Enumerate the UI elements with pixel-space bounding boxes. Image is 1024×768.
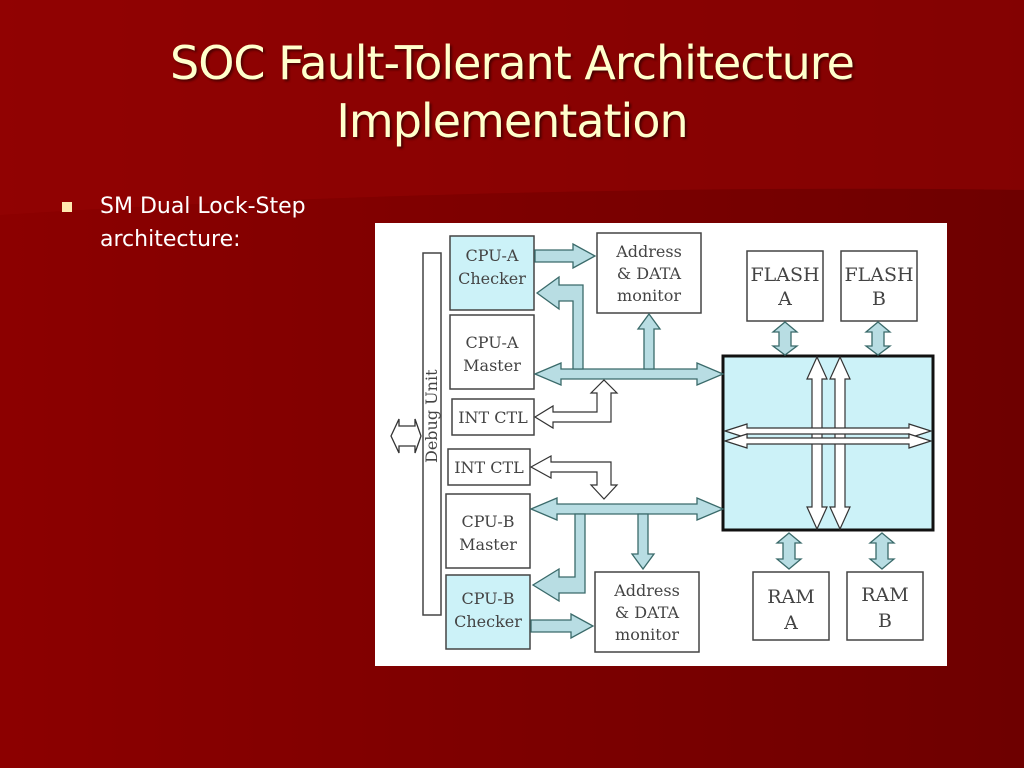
slide-title: SOC Fault-Tolerant Architecture Implemen… bbox=[40, 34, 984, 150]
flash-b-link-arrow bbox=[864, 321, 892, 356]
cpu-a-master-line2: Master bbox=[463, 356, 521, 375]
upper-bus-arrow bbox=[533, 362, 725, 386]
cpu-b-checker-block bbox=[445, 574, 531, 650]
debug-port-arrow-icon bbox=[390, 418, 422, 454]
monitor-b-line1: Address bbox=[613, 581, 680, 600]
flash-a-block bbox=[746, 250, 824, 322]
bullet-text: SM Dual Lock-Step architecture: bbox=[100, 194, 306, 252]
monitor-b-line3: monitor bbox=[615, 625, 679, 644]
monitor-a-line3: monitor bbox=[617, 286, 681, 305]
ram-b-line1: RAM bbox=[861, 584, 908, 606]
bullet-square-icon bbox=[62, 202, 72, 212]
checker-b-to-monitor-arrow bbox=[530, 612, 595, 640]
title-line-1: SOC Fault-Tolerant Architecture bbox=[170, 36, 855, 90]
lower-bus-arrow bbox=[529, 497, 725, 521]
title-line-2: Implementation bbox=[336, 94, 688, 148]
ram-a-link-arrow bbox=[775, 532, 803, 570]
ram-a-line1: RAM bbox=[767, 586, 814, 608]
monitor-b-block bbox=[594, 571, 700, 653]
cpu-b-master-line1: CPU-B bbox=[461, 512, 514, 531]
cpu-a-master-block bbox=[449, 314, 535, 390]
monitor-a-line2: & DATA bbox=[617, 264, 682, 283]
ram-b-block bbox=[846, 571, 924, 641]
bus-to-monitor-b-arrow bbox=[630, 513, 656, 571]
cpu-b-master-line2: Master bbox=[459, 535, 517, 554]
cpu-a-checker-line2: Checker bbox=[458, 269, 526, 288]
ram-b-line2: B bbox=[878, 610, 892, 632]
bus-to-checker-a-arrow bbox=[535, 275, 584, 370]
cpu-b-master-block bbox=[445, 493, 531, 569]
int-ctl-b-label: INT CTL bbox=[454, 458, 524, 477]
checker-a-to-monitor-arrow bbox=[534, 242, 597, 270]
cpu-b-checker-line1: CPU-B bbox=[461, 589, 514, 608]
int-ctl-a-label: INT CTL bbox=[458, 408, 528, 427]
debug-unit-label: Debug Unit bbox=[422, 369, 441, 463]
bus-to-checker-b-arrow bbox=[531, 513, 586, 603]
architecture-diagram: Debug Unit CPU-A Checker CPU-A Master IN… bbox=[375, 223, 947, 666]
ram-a-line2: A bbox=[783, 612, 798, 634]
cpu-a-checker-line1: CPU-A bbox=[466, 246, 519, 265]
cpu-a-master-line1: CPU-A bbox=[466, 333, 519, 352]
matrix-horizontal-arrow-2 bbox=[723, 433, 933, 449]
flash-b-line2: B bbox=[872, 288, 886, 310]
cpu-b-checker-line2: Checker bbox=[454, 612, 522, 631]
ram-b-link-arrow bbox=[868, 532, 896, 570]
debug-unit-bar bbox=[422, 252, 442, 616]
int-ctl-a-link-arrow bbox=[533, 379, 619, 430]
monitor-a-line1: Address bbox=[615, 242, 682, 261]
monitor-b-line2: & DATA bbox=[615, 603, 680, 622]
monitor-a-block bbox=[596, 232, 702, 314]
flash-a-line1: FLASH bbox=[750, 264, 819, 286]
int-ctl-b-link-arrow bbox=[529, 454, 619, 500]
flash-a-link-arrow bbox=[771, 321, 799, 356]
flash-b-line1: FLASH bbox=[844, 264, 913, 286]
ram-a-block bbox=[752, 571, 830, 641]
flash-b-block bbox=[840, 250, 918, 322]
cpu-a-checker-block bbox=[449, 235, 535, 311]
bus-to-monitor-a-arrow bbox=[636, 312, 662, 370]
flash-a-line2: A bbox=[777, 288, 792, 310]
